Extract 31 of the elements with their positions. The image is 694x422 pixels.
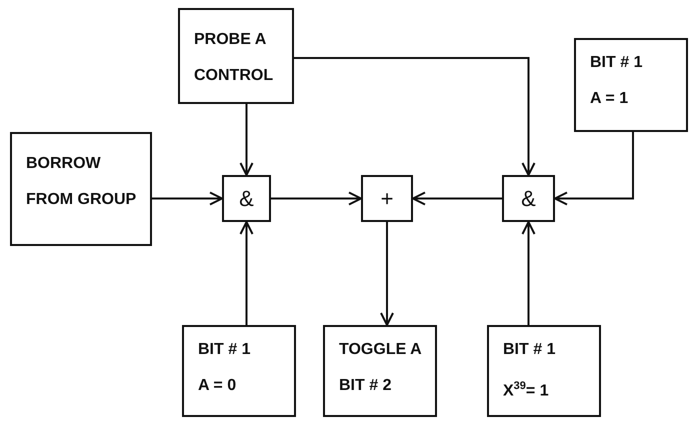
arrow bbox=[271, 192, 362, 206]
logic-gate-box bbox=[222, 175, 271, 222]
arrow bbox=[240, 104, 254, 176]
node-label: PROBE A CONTROL bbox=[194, 30, 274, 86]
arrow bbox=[152, 192, 223, 206]
arrow bbox=[240, 221, 254, 325]
arrow bbox=[522, 221, 536, 325]
node-label: & bbox=[239, 186, 254, 212]
node-label: BORROW FROM GROUP bbox=[26, 154, 138, 210]
node-label: A = 0 bbox=[198, 376, 238, 396]
process-box bbox=[574, 38, 688, 132]
process-box bbox=[178, 8, 294, 104]
process-box bbox=[182, 325, 296, 417]
process-box bbox=[323, 325, 437, 417]
node-label: X$^{39}$= 1 bbox=[503, 379, 550, 402]
arrow bbox=[412, 192, 502, 206]
logic-gate-box bbox=[361, 175, 413, 222]
node-label: TOGGLE A bbox=[339, 340, 423, 360]
process-box bbox=[10, 132, 152, 246]
node-label: BIT # 1 bbox=[590, 53, 644, 73]
process-box bbox=[487, 325, 601, 417]
arrow bbox=[294, 57, 536, 176]
node-label: BIT # 1 bbox=[503, 340, 556, 360]
node-label: BIT # 1 bbox=[198, 340, 252, 360]
logic-gate-box bbox=[502, 175, 555, 222]
node-label: BIT # 2 bbox=[339, 376, 392, 396]
arrow bbox=[554, 132, 634, 206]
node-label: & bbox=[521, 186, 536, 212]
arrow bbox=[380, 222, 394, 326]
node-label: A = 1 bbox=[590, 89, 630, 109]
node-label: + bbox=[380, 186, 394, 212]
